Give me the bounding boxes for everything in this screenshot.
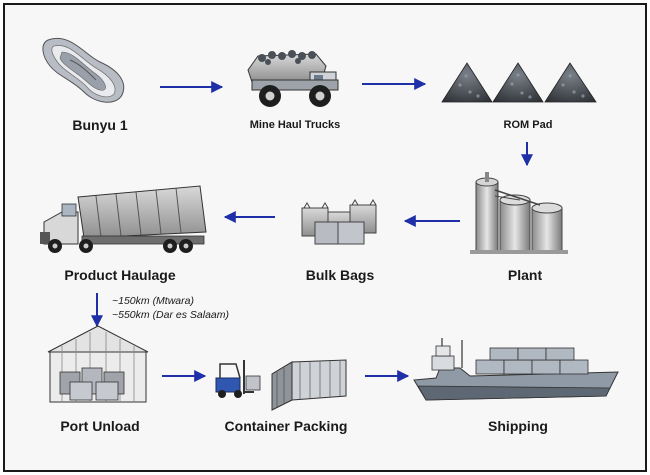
label-product-haulage: Product Haulage — [64, 267, 176, 283]
plant-icon — [470, 172, 568, 254]
note-mtwara: ~150km (Mtwara) — [112, 295, 194, 307]
note-dar-es-salaam: ~550km (Dar es Salaam) — [112, 309, 230, 321]
label-shipping: Shipping — [488, 418, 548, 434]
shipping-container-icon — [271, 359, 347, 411]
forklift-icon — [215, 360, 261, 398]
cargo-ship-icon — [413, 338, 619, 401]
warehouse-icon — [47, 325, 149, 403]
label-plant: Plant — [507, 267, 543, 283]
label-container-packing: Container Packing — [224, 418, 348, 434]
semi-truck-icon — [40, 185, 207, 253]
label-rom-pad: ROM Pad — [503, 119, 553, 131]
label-bulk-bags: Bulk Bags — [305, 267, 375, 283]
label-port-unload: Port Unload — [60, 418, 140, 434]
stockpile-icon — [441, 62, 597, 103]
label-mine-haul-trucks: Mine Haul Trucks — [249, 119, 341, 131]
bulk-bags-icon — [301, 199, 377, 245]
label-bunyu: Bunyu 1 — [72, 117, 128, 133]
haul-truck-icon — [247, 50, 339, 107]
ore-deposit-icon — [42, 37, 125, 103]
